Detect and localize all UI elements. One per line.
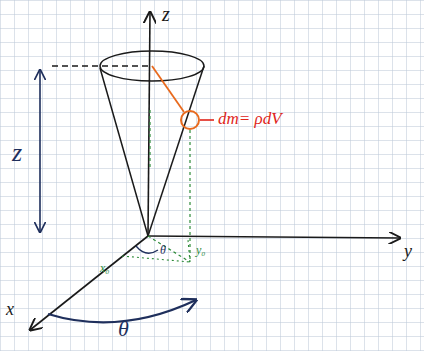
leader-line [200, 119, 214, 121]
angle-label: θ [118, 318, 129, 340]
y-axis [148, 236, 400, 238]
projection-line [189, 130, 190, 262]
z-axis [148, 12, 150, 236]
cone-side [148, 66, 204, 236]
mass-element [181, 111, 199, 129]
angle-label: θ [160, 244, 166, 256]
coordinate-label: y₀ [196, 244, 206, 256]
mass-element-label: dm= ρdV [218, 110, 282, 127]
projection-radius [148, 236, 190, 262]
y0-guide [188, 240, 190, 262]
x0-guide [122, 256, 190, 262]
inner-height [149, 110, 150, 170]
cone-side [100, 68, 148, 236]
x-axis [30, 236, 148, 330]
height-guide [52, 65, 150, 66]
radius-line [152, 66, 184, 112]
small-angle-arc [136, 246, 158, 253]
coordinate-label: x₀ [100, 262, 110, 274]
height-arrow [39, 70, 41, 232]
axis-label: x [6, 300, 14, 318]
axis-label: z [162, 4, 170, 24]
axis-label: y [404, 242, 412, 260]
height-label: z [12, 140, 22, 166]
